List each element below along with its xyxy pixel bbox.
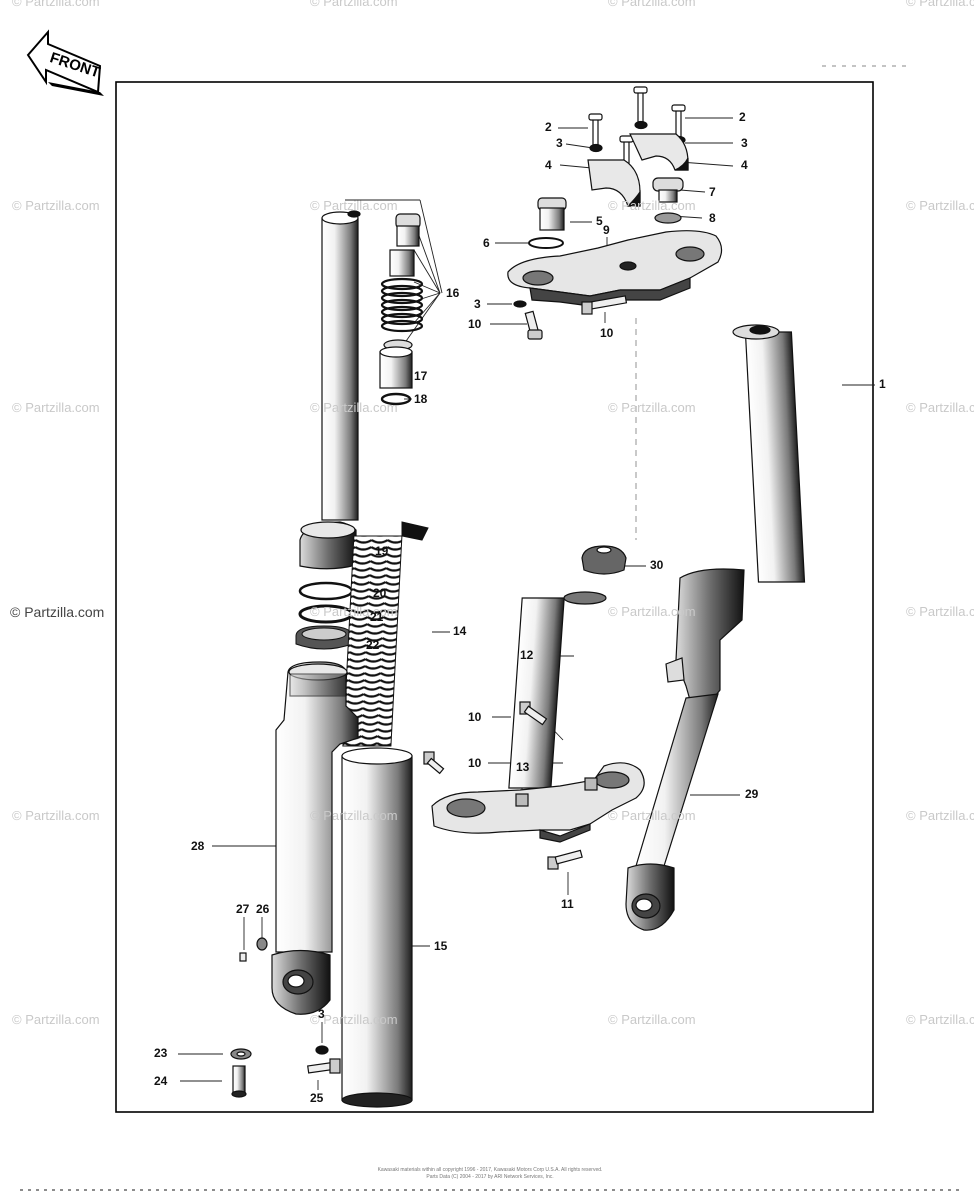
watermark: © Partzilla.com (12, 400, 100, 415)
fork-spring-parts (379, 213, 424, 406)
callout-2: 2 (545, 120, 552, 134)
copyright-line: Kawasaki materials within all copyright … (377, 1167, 603, 1173)
fork-inner-tube-lower (341, 747, 413, 1108)
watermark: © Partzilla.com (10, 604, 105, 620)
steering-stem (431, 591, 645, 843)
callout-12: 12 (520, 648, 534, 662)
callout-2: 2 (739, 110, 746, 124)
callout-6: 6 (483, 236, 490, 250)
handlebar-clamp-left (587, 113, 641, 207)
callout-3: 3 (318, 1007, 325, 1021)
small-hardware (230, 937, 341, 1098)
callout-10: 10 (600, 326, 614, 340)
watermark: © Partzilla.com (906, 198, 974, 213)
fork-assembly-right (625, 324, 806, 931)
callout-26: 26 (256, 902, 270, 916)
watermark: © Partzilla.com (12, 198, 100, 213)
watermark: © Partzilla.com (310, 400, 398, 415)
callout-10: 10 (468, 317, 482, 331)
watermark: © Partzilla.com (608, 604, 696, 619)
callout-11: 11 (561, 897, 574, 911)
callout-9: 9 (603, 223, 610, 237)
callout-7: 7 (709, 185, 716, 199)
watermark: © Partzilla.com (906, 808, 974, 823)
stem-collar (581, 545, 627, 575)
callout-4: 4 (545, 158, 552, 172)
watermark: © Partzilla.com (906, 0, 974, 9)
watermark: © Partzilla.com (608, 400, 696, 415)
callout-8: 8 (709, 211, 716, 225)
copyright-line: Parts Data (C) 2004 - 2017 by ARI Networ… (426, 1174, 554, 1180)
callout-30: 30 (650, 558, 664, 572)
watermark: © Partzilla.com (906, 604, 974, 619)
callout-19: 19 (375, 544, 389, 558)
callout-14: 14 (453, 624, 467, 638)
watermark: © Partzilla.com (12, 808, 100, 823)
fork-seals (295, 581, 354, 650)
watermark: © Partzilla.com (310, 198, 398, 213)
callout-21: 21 (370, 610, 384, 624)
callout-3: 3 (474, 297, 481, 311)
callout-17: 17 (414, 369, 428, 383)
callout-18: 18 (414, 392, 428, 406)
handlebar-clamp-right (629, 86, 689, 171)
upper-steering-bracket (507, 230, 723, 307)
callout-24: 24 (154, 1074, 168, 1088)
callout-25: 25 (310, 1091, 324, 1105)
watermark: © Partzilla.com (310, 0, 398, 9)
callout-29: 29 (745, 787, 759, 801)
watermark: © Partzilla.com (608, 0, 696, 9)
watermark: © Partzilla.com (608, 1012, 696, 1027)
watermark: © Partzilla.com (310, 808, 398, 823)
diagram-frame (115, 81, 874, 1113)
callout-16: 16 (446, 286, 460, 300)
watermark: © Partzilla.com (310, 1012, 398, 1027)
callout-1: 1 (879, 377, 886, 391)
callout-3: 3 (741, 136, 748, 150)
callout-20: 20 (373, 586, 387, 600)
callout-5: 5 (596, 214, 603, 228)
watermark: © Partzilla.com (12, 1012, 100, 1027)
watermark: © Partzilla.com (608, 808, 696, 823)
watermark: © Partzilla.com (12, 0, 100, 9)
callout-23: 23 (154, 1046, 168, 1060)
fork-outer-tube-left (271, 661, 359, 1015)
watermark: © Partzilla.com (608, 198, 696, 213)
front-direction-arrow: FRONT (26, 29, 104, 96)
watermark: © Partzilla.com (310, 604, 398, 619)
watermark: © Partzilla.com (906, 1012, 974, 1027)
lower-bracket-bolts (423, 701, 583, 870)
fork-inner-tube-left (299, 210, 361, 570)
callout-22: 22 (366, 638, 380, 652)
watermark: © Partzilla.com (906, 400, 974, 415)
callout-10: 10 (468, 710, 482, 724)
fork-cap-bolts (528, 177, 684, 249)
callout-15: 15 (434, 939, 448, 953)
callout-13: 13 (516, 760, 530, 774)
callout-3: 3 (556, 136, 563, 150)
upper-pinch-bolts (513, 295, 628, 340)
fork-spring (342, 521, 429, 747)
callout-4: 4 (741, 158, 748, 172)
callout-27: 27 (236, 902, 250, 916)
callout-28: 28 (191, 839, 205, 853)
callout-10: 10 (468, 756, 482, 770)
